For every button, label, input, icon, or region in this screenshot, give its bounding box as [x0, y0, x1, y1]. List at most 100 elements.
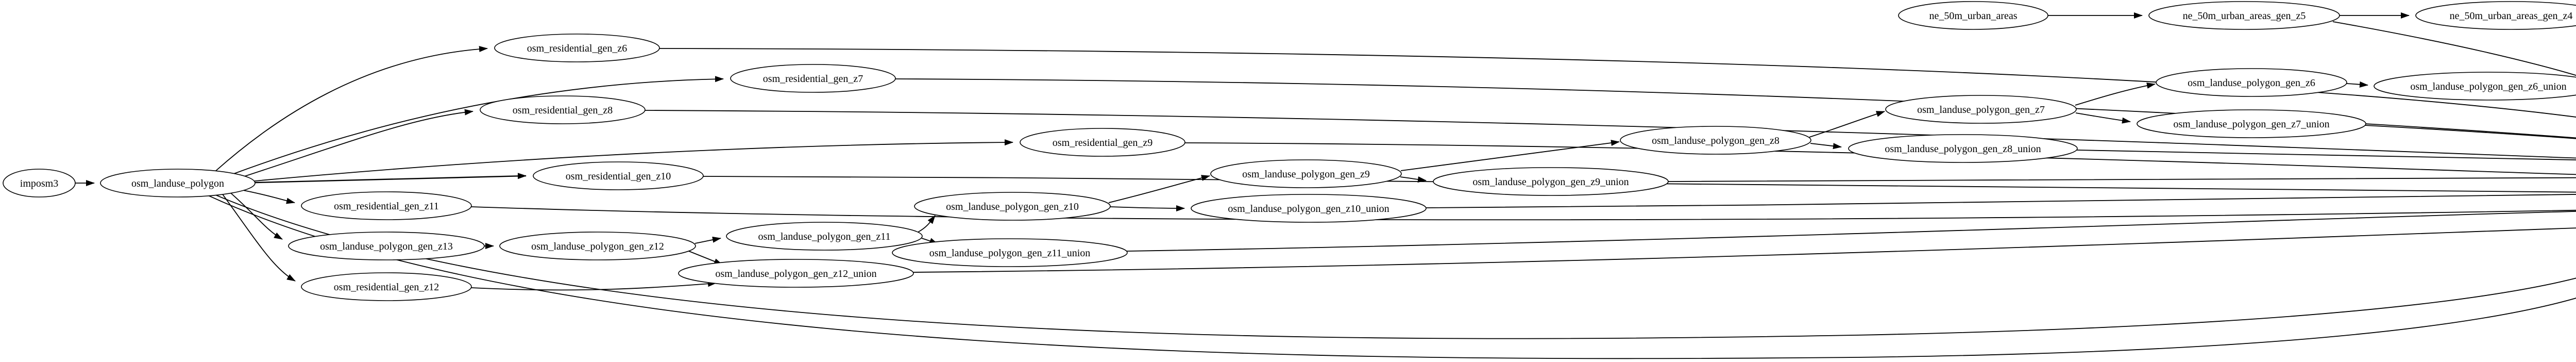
node-label: osm_residential_gen_z8 — [513, 105, 613, 116]
edge-osm_residential_gen_z9-to-layer_landuse-z9 — [1184, 142, 2576, 175]
node-osm_landuse_polygon_gen_z10: osm_landuse_polygon_gen_z10 — [914, 192, 1111, 221]
node-ellipse — [1848, 134, 2078, 163]
node-label: osm_landuse_polygon_gen_z8 — [1652, 135, 1780, 146]
node-osm_landuse_polygon_gen_z10_union: osm_landuse_polygon_gen_z10_union — [1191, 194, 1427, 223]
node-osm_landuse_polygon_gen_z11_union: osm_landuse_polygon_gen_z11_union — [892, 238, 1128, 267]
node-ellipse — [1210, 159, 1402, 188]
node-label: imposm3 — [20, 178, 58, 189]
node-ellipse — [3, 169, 76, 198]
edge-osm_landuse_polygon_gen_z8-to-osm_landuse_polygon_gen_z7 — [1809, 111, 1885, 138]
node-osm_residential_gen_z9: osm_residential_gen_z9 — [1020, 128, 1185, 157]
node-ellipse — [480, 95, 646, 124]
node-osm_landuse_polygon: osm_landuse_polygon — [100, 169, 256, 198]
node-ellipse — [726, 222, 923, 251]
node-osm_landuse_polygon_gen_z6_union: osm_landuse_polygon_gen_z6_union — [2374, 72, 2576, 101]
edge-osm_landuse_polygon_gen_z10_union-to-layer_landuse-z10 — [1426, 193, 2576, 208]
node-imposm3: imposm3 — [3, 169, 76, 198]
edge-ne_50m_urban_areas_gen_z5-to-layer_landuse-z5 — [2332, 21, 2576, 76]
edge-osm_landuse_polygon_gen_z8-to-osm_landuse_polygon_gen_z8_union — [1810, 143, 1842, 150]
edge-osm_landuse_polygon-to-osm_residential_gen_z9 — [254, 139, 1013, 182]
node-ne_50m_urban_areas_gen_z5: ne_50m_urban_areas_gen_z5 — [2148, 1, 2340, 30]
node-osm_residential_gen_z7: osm_residential_gen_z7 — [730, 64, 896, 93]
node-osm_landuse_polygon_gen_z7_union: osm_landuse_polygon_gen_z7_union — [2137, 109, 2366, 138]
node-label: osm_residential_gen_z7 — [763, 73, 863, 85]
edge-osm_landuse_polygon-to-osm_residential_gen_z11 — [238, 189, 295, 204]
edge-osm_landuse_polygon_gen_z10-to-osm_landuse_polygon_gen_z9 — [1108, 175, 1210, 203]
edge-osm_landuse_polygon-to-osm_residential_gen_z12 — [221, 192, 296, 282]
node-osm_landuse_polygon_gen_z12_union: osm_landuse_polygon_gen_z12_union — [678, 259, 914, 288]
node-ellipse — [301, 272, 472, 301]
node-label: osm_landuse_polygon_gen_z10 — [946, 201, 1079, 212]
node-ellipse — [2137, 109, 2366, 138]
edge-osm_landuse_polygon_gen_z11_union-to-layer_landuse-z11 — [1126, 210, 2576, 252]
node-osm_landuse_polygon_gen_z13: osm_landuse_polygon_gen_z13 — [288, 232, 485, 260]
node-label: osm_landuse_polygon_gen_z11 — [758, 231, 890, 242]
edge-osm_landuse_polygon-to-layer_landuse-z14 — [208, 195, 2576, 359]
node-ellipse — [100, 169, 256, 198]
node-ellipse — [730, 64, 896, 93]
node-label: osm_landuse_polygon — [131, 178, 224, 189]
node-osm_landuse_polygon_gen_z9: osm_landuse_polygon_gen_z9 — [1210, 159, 1402, 188]
node-ellipse — [2415, 1, 2576, 30]
node-ne_50m_urban_areas_gen_z4: ne_50m_urban_areas_gen_z4 — [2415, 1, 2576, 30]
node-ellipse — [499, 232, 696, 260]
node-label: osm_landuse_polygon_gen_z13 — [320, 241, 453, 252]
edge-osm_landuse_polygon_gen_z9_union-to-layer_landuse-z9 — [1668, 177, 2576, 182]
node-label: osm_landuse_polygon_gen_z6_union — [2410, 81, 2566, 92]
edge-osm_landuse_polygon_gen_z6-to-osm_landuse_polygon_gen_z6_union — [2346, 81, 2368, 88]
node-ellipse — [678, 259, 914, 288]
node-label: osm_landuse_polygon_gen_z9 — [1242, 169, 1370, 180]
node-ellipse — [288, 232, 485, 260]
node-label: ne_50m_urban_areas — [1929, 10, 2017, 22]
node-ne_50m_urban_areas: ne_50m_urban_areas — [1898, 1, 2048, 30]
node-ellipse — [301, 191, 472, 220]
node-osm_landuse_polygon_gen_z7: osm_landuse_polygon_gen_z7 — [1885, 95, 2077, 124]
node-osm_landuse_polygon_gen_z12: osm_landuse_polygon_gen_z12 — [499, 232, 696, 260]
edge-osm_landuse_polygon-to-osm_residential_gen_z8 — [241, 109, 473, 178]
node-ellipse — [2156, 68, 2347, 97]
node-ellipse — [1885, 95, 2077, 124]
node-ellipse — [892, 238, 1128, 267]
node-label: osm_residential_gen_z11 — [334, 201, 439, 212]
node-osm_landuse_polygon_gen_z8_union: osm_landuse_polygon_gen_z8_union — [1848, 134, 2078, 163]
node-osm_landuse_polygon_gen_z6: osm_landuse_polygon_gen_z6 — [2156, 68, 2347, 97]
edge-osm_landuse_polygon_gen_z10-to-osm_landuse_polygon_gen_z10_union — [1110, 205, 1185, 211]
node-label: osm_landuse_polygon_gen_z8_union — [1885, 143, 2041, 155]
edge-osm_landuse_polygon_gen_z12-to-osm_landuse_polygon_gen_z11 — [694, 236, 721, 244]
edge-layer — [75, 12, 2576, 359]
edge-osm_residential_gen_z11-to-layer_landuse-z11 — [471, 206, 2576, 221]
node-osm_residential_gen_z10: osm_residential_gen_z10 — [533, 161, 704, 190]
edge-osm_landuse_polygon-to-layer_landuse-z13 — [214, 194, 2576, 339]
node-label: osm_landuse_polygon_gen_z7 — [1917, 104, 2045, 116]
edge-osm_residential_gen_z12-to-osm_landuse_polygon_gen_z12_union — [471, 281, 717, 291]
node-osm_landuse_polygon_gen_z8: osm_landuse_polygon_gen_z8 — [1620, 126, 1811, 155]
node-ellipse — [914, 192, 1111, 221]
edge-osm_landuse_polygon_gen_z12_union-to-layer_landuse-z12 — [912, 227, 2576, 273]
node-ellipse — [1898, 1, 2048, 30]
node-ellipse — [2148, 1, 2340, 30]
node-osm_residential_gen_z6: osm_residential_gen_z6 — [494, 34, 660, 62]
node-ellipse — [1620, 126, 1811, 155]
node-label: osm_landuse_polygon_gen_z7_union — [2173, 119, 2329, 130]
edge-osm_landuse_polygon-to-osm_residential_gen_z10 — [255, 173, 527, 184]
node-label: osm_residential_gen_z10 — [566, 171, 671, 182]
node-label: osm_landuse_polygon_gen_z6 — [2188, 77, 2315, 89]
node-layer: imposm3 osm_landuse_polygon osm_resident… — [3, 1, 2576, 301]
node-label: osm_landuse_polygon_gen_z12 — [531, 241, 664, 252]
edge-osm_landuse_polygon-to-osm_landuse_polygon_gen_z13 — [228, 191, 283, 240]
edge-osm_landuse_polygon_gen_z9-to-osm_landuse_polygon_gen_z9_union — [1400, 176, 1427, 183]
node-osm_landuse_polygon_gen_z11: osm_landuse_polygon_gen_z11 — [726, 222, 923, 251]
node-ellipse — [494, 34, 660, 62]
node-label: ne_50m_urban_areas_gen_z5 — [2183, 10, 2306, 22]
node-label: osm_residential_gen_z12 — [334, 282, 439, 293]
node-label: osm_landuse_polygon_gen_z10_union — [1228, 203, 1389, 215]
node-ellipse — [1191, 194, 1427, 223]
node-ellipse — [533, 161, 704, 190]
edge-osm_residential_gen_z8-to-layer_landuse-z8 — [645, 110, 2576, 159]
node-label: osm_landuse_polygon_gen_z11_union — [929, 248, 1091, 259]
node-label: osm_landuse_polygon_gen_z9_union — [1472, 176, 1629, 188]
node-label: osm_landuse_polygon_gen_z12_union — [715, 268, 876, 279]
node-ellipse — [1433, 167, 1669, 196]
edge-osm_landuse_polygon_gen_z9-to-osm_landuse_polygon_gen_z8 — [1400, 140, 1620, 171]
